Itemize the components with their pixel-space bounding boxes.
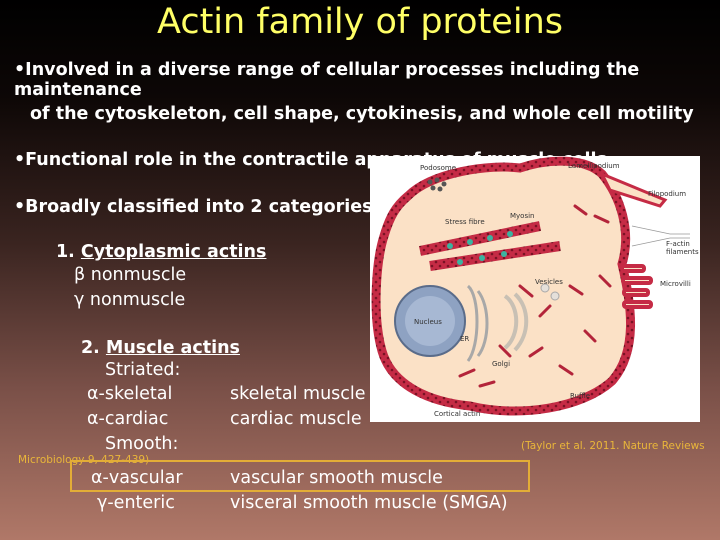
cytoplasmic-number: 1. xyxy=(56,242,75,262)
label-vesicles: Vesicles xyxy=(535,278,563,286)
gamma-enteric-name: γ-enteric xyxy=(97,493,175,513)
label-filaments: filaments xyxy=(666,248,699,256)
label-microvilli: Microvilli xyxy=(660,280,691,288)
alpha-cardiac-name: α-cardiac xyxy=(87,409,169,429)
golgi xyxy=(503,292,529,352)
er xyxy=(466,284,489,362)
slide-title: Actin family of proteins xyxy=(157,2,563,42)
alpha-vascular-desc: vascular smooth muscle xyxy=(230,468,443,488)
factin-filament-lines xyxy=(631,225,690,247)
stress-fibre xyxy=(418,221,561,271)
cytoplasmic-heading: Cytoplasmic actins xyxy=(80,242,267,262)
cell-diagram-figure: Podosome Lamellipodium Filopodium Stress… xyxy=(370,156,700,422)
cell-diagram-svg: Podosome Lamellipodium Filopodium Stress… xyxy=(371,156,699,418)
label-factin: F-actin xyxy=(666,240,690,248)
label-lamellipodium: Lamellipodium xyxy=(568,162,620,170)
smooth-label: Smooth: xyxy=(105,434,179,454)
label-cortical-actin: Cortical actin xyxy=(434,410,480,418)
podosome xyxy=(427,177,447,192)
alpha-cardiac-desc: cardiac muscle xyxy=(230,409,362,429)
microvilli xyxy=(620,264,653,309)
bullet-1-line-3: of the cytoskeleton, cell shape, cytokin… xyxy=(30,104,694,124)
gamma-nonmuscle: γ nonmuscle xyxy=(74,290,186,310)
actin-filaments xyxy=(458,204,612,388)
beta-nonmuscle: β nonmuscle xyxy=(74,265,187,285)
label-podosome: Podosome xyxy=(420,164,456,172)
myosin-dots xyxy=(447,231,513,265)
filopodium xyxy=(598,171,668,208)
vesicles xyxy=(540,283,560,301)
cytoplasmic-section: 1. Cytoplasmic actins xyxy=(56,242,266,262)
label-nucleus: Nucleus xyxy=(414,318,442,326)
alpha-vascular-name: α-vascular xyxy=(91,468,183,488)
muscle-section: 2. Muscle actins xyxy=(81,338,240,358)
bullet-1-line-2: maintenance xyxy=(14,80,142,100)
muscle-heading: Muscle actins xyxy=(105,338,240,358)
label-myosin: Myosin xyxy=(510,212,535,220)
alpha-skeletal-desc: skeletal muscle xyxy=(230,384,366,404)
muscle-number: 2. xyxy=(81,338,100,358)
bullet-3: •Broadly classified into 2 categories: xyxy=(14,197,380,217)
cell-body xyxy=(371,156,635,416)
striated-label: Striated: xyxy=(105,360,181,380)
label-filopodium: Filopodium xyxy=(648,190,686,198)
label-golgi: Golgi xyxy=(492,360,510,368)
alpha-skeletal-name: α-skeletal xyxy=(87,384,173,404)
citation-part-1: (Taylor et al. 2011. Nature Reviews xyxy=(521,440,705,452)
gamma-enteric-desc: visceral smooth muscle (SMGA) xyxy=(230,493,508,513)
label-stress-fibre: Stress fibre xyxy=(445,218,485,226)
highlight-box xyxy=(70,460,530,492)
label-er: ER xyxy=(460,335,469,343)
label-ruffle: Ruffle xyxy=(570,392,590,400)
bullet-1-line-1: •Involved in a diverse range of cellular… xyxy=(14,60,640,80)
